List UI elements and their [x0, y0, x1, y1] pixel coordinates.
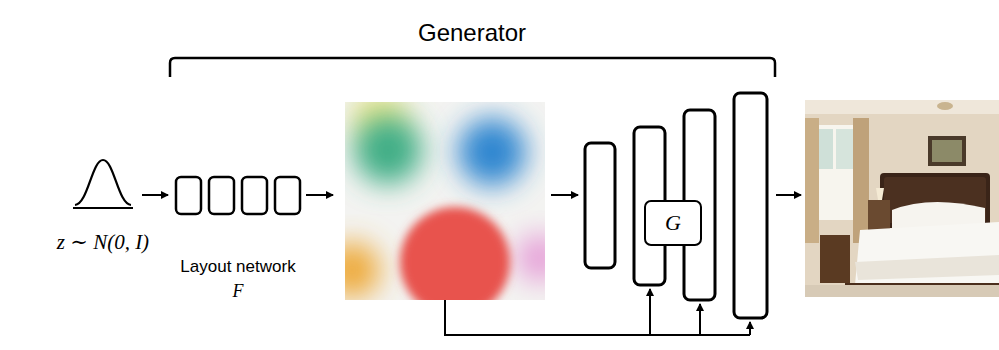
node-text: F — [232, 279, 243, 303]
diagram-title: Generator — [418, 19, 526, 47]
generator-layers — [585, 93, 767, 318]
layout-network: Layout networkF — [180, 256, 295, 303]
arrow — [142, 194, 168, 196]
arrow — [306, 194, 333, 196]
baseline — [73, 207, 133, 209]
blob-layout-image — [345, 102, 545, 300]
layout-feed-lines — [445, 289, 750, 335]
generator-block: G — [644, 200, 702, 246]
arrow — [551, 194, 578, 196]
math-label: z ∼ N(0, I) — [57, 230, 149, 255]
bedroom-photo — [805, 100, 999, 297]
gaussian-curve — [75, 160, 131, 205]
node-text: G — [665, 208, 681, 238]
bracket — [170, 58, 775, 77]
layer-blocks — [176, 177, 300, 214]
arrow — [776, 194, 801, 196]
node-text: Layout network — [180, 256, 295, 279]
